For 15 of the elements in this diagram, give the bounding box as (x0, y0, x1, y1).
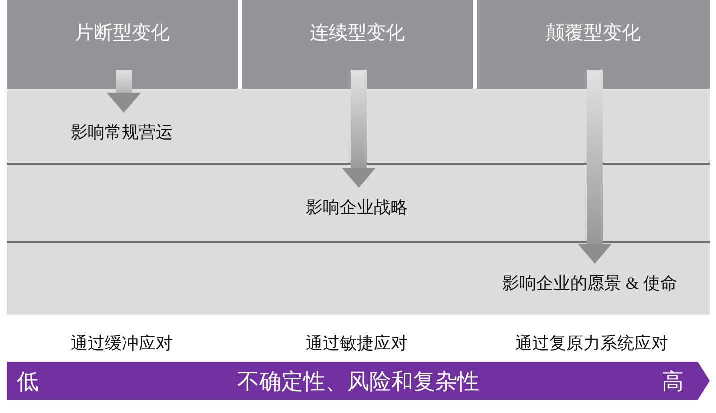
scale-high-label: 高 (662, 368, 684, 396)
response-label: 通过敏捷应对 (306, 333, 408, 355)
arrow (107, 70, 141, 113)
arrow (342, 70, 376, 188)
impact-text: 影响常规营运 (71, 121, 173, 144)
header-box: 连续型变化 (242, 0, 473, 89)
scale-title: 不确定性、风险和复杂性 (238, 368, 480, 396)
impact-text: 影响企业的愿景 & 使命 (502, 272, 678, 295)
header-box: 片断型变化 (7, 0, 238, 89)
impact-text: 影响企业战略 (306, 196, 408, 219)
response-label: 通过复原力系统应对 (516, 333, 668, 355)
header-box: 颠覆型变化 (477, 0, 710, 89)
response-label: 通过缓冲应对 (71, 333, 173, 355)
scale-low-label: 低 (17, 368, 39, 396)
arrow (578, 70, 612, 264)
